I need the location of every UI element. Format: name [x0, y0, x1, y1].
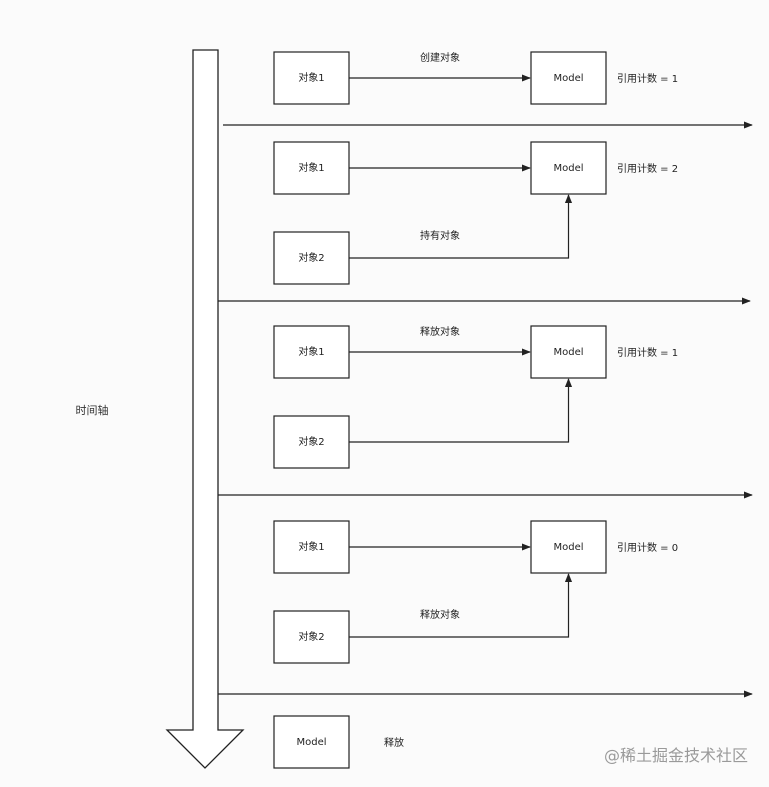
- model-label: Model: [296, 737, 326, 748]
- object-box: [273, 415, 350, 469]
- model-box: [530, 141, 607, 195]
- timeline-label: 时间轴: [76, 403, 109, 417]
- object-label: 对象2: [298, 630, 324, 643]
- object-box: [273, 51, 350, 105]
- object-box: [273, 520, 350, 574]
- object-box: [273, 141, 350, 195]
- action-label: 释放对象: [420, 608, 460, 621]
- action-label: 持有对象: [420, 229, 460, 242]
- object-label: 对象1: [298, 345, 324, 358]
- refcount-label: 引用计数 = 0: [617, 541, 678, 554]
- model-box: [530, 520, 607, 574]
- object-box: [273, 325, 350, 379]
- model-box: [530, 325, 607, 379]
- object-label: 对象1: [298, 161, 324, 174]
- object-label: 对象2: [298, 251, 324, 264]
- reference-arrow: [349, 194, 573, 259]
- refcount-label: 引用计数 = 1: [617, 72, 678, 85]
- timeline-arrow: [165, 49, 245, 769]
- object-label: 对象1: [298, 540, 324, 553]
- refcount-label: 引用计数 = 2: [617, 162, 678, 175]
- release-label: 释放: [384, 736, 404, 749]
- watermark: @稀土掘金技术社区: [604, 746, 748, 765]
- stage-4: 对象1 对象2 Model 释放对象 引用计数 = 0: [273, 520, 678, 664]
- stage-3: 对象1 对象2 Model 释放对象 引用计数 = 1: [273, 325, 678, 469]
- action-label: 释放对象: [420, 325, 460, 338]
- stage-2: 对象1 对象2 Model 持有对象 引用计数 = 2: [273, 141, 678, 285]
- model-label: Model: [553, 542, 583, 553]
- reference-arrow: [349, 573, 573, 638]
- model-box: [530, 51, 607, 105]
- object-label: 对象2: [298, 435, 324, 448]
- stage-1: 对象1 Model 创建对象 引用计数 = 1: [273, 51, 678, 105]
- model-label: Model: [553, 347, 583, 358]
- final-stage: Model 释放: [273, 715, 404, 769]
- model-box: [273, 715, 350, 769]
- model-label: Model: [553, 73, 583, 84]
- object-label: 对象1: [298, 71, 324, 84]
- action-label: 创建对象: [420, 51, 460, 64]
- refcount-label: 引用计数 = 1: [617, 346, 678, 359]
- model-label: Model: [553, 163, 583, 174]
- reference-arrow: [349, 378, 573, 443]
